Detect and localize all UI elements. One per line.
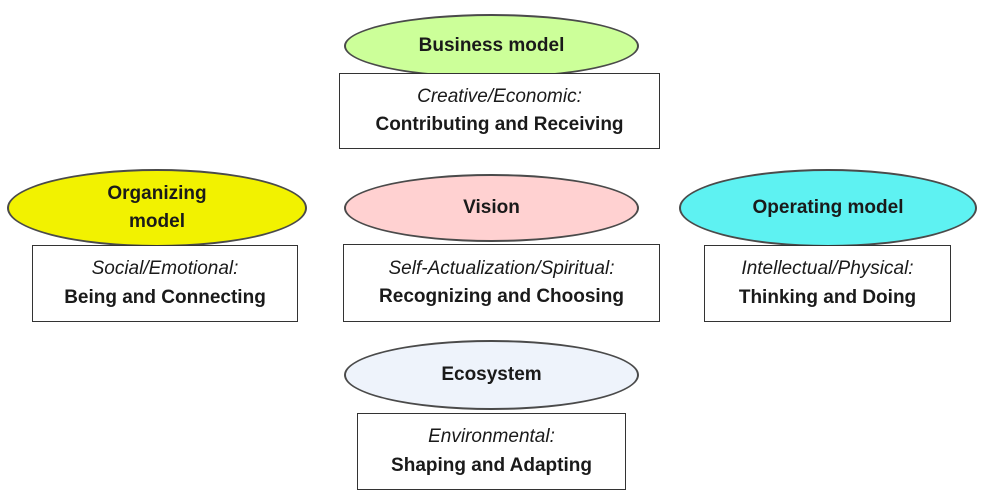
ecosystem-actions: Shaping and Adapting xyxy=(391,454,592,476)
organizing-model-actions: Being and Connecting xyxy=(64,286,266,308)
business-model-title: Business model xyxy=(418,35,565,57)
vision-actions: Recognizing and Choosing xyxy=(379,286,624,307)
operating-model-title: Operating model xyxy=(752,197,904,219)
business-model-box: Creative/Economic: Contributing and Rece… xyxy=(339,73,660,149)
business-model-category: Creative/Economic: xyxy=(417,85,582,107)
organizing-model-box: Social/Emotional: Being and Connecting xyxy=(32,245,298,322)
organizing-model-title: Organizing model xyxy=(107,183,207,232)
operating-model-category: Intellectual/Physical: xyxy=(741,258,914,279)
operating-model-box: Intellectual/Physical: Thinking and Doin… xyxy=(704,245,951,322)
vision-ellipse: Vision xyxy=(344,174,639,242)
business-model-ellipse: Business model xyxy=(344,14,639,78)
operating-model-ellipse: Operating model xyxy=(679,169,977,247)
ecosystem-category: Environmental: xyxy=(428,426,555,447)
vision-box: Self-Actualization/Spiritual: Recognizin… xyxy=(343,244,660,322)
ecosystem-title: Ecosystem xyxy=(441,364,542,386)
business-model-actions: Contributing and Receiving xyxy=(375,114,624,135)
organizing-model-category: Social/Emotional: xyxy=(91,258,239,279)
ecosystem-box: Environmental: Shaping and Adapting xyxy=(357,413,626,490)
operating-model-actions: Thinking and Doing xyxy=(738,286,917,308)
organizing-model-ellipse: Organizing model xyxy=(7,169,307,247)
vision-category: Self-Actualization/Spiritual: xyxy=(388,257,615,279)
vision-title: Vision xyxy=(463,197,520,219)
ecosystem-ellipse: Ecosystem xyxy=(344,340,639,410)
